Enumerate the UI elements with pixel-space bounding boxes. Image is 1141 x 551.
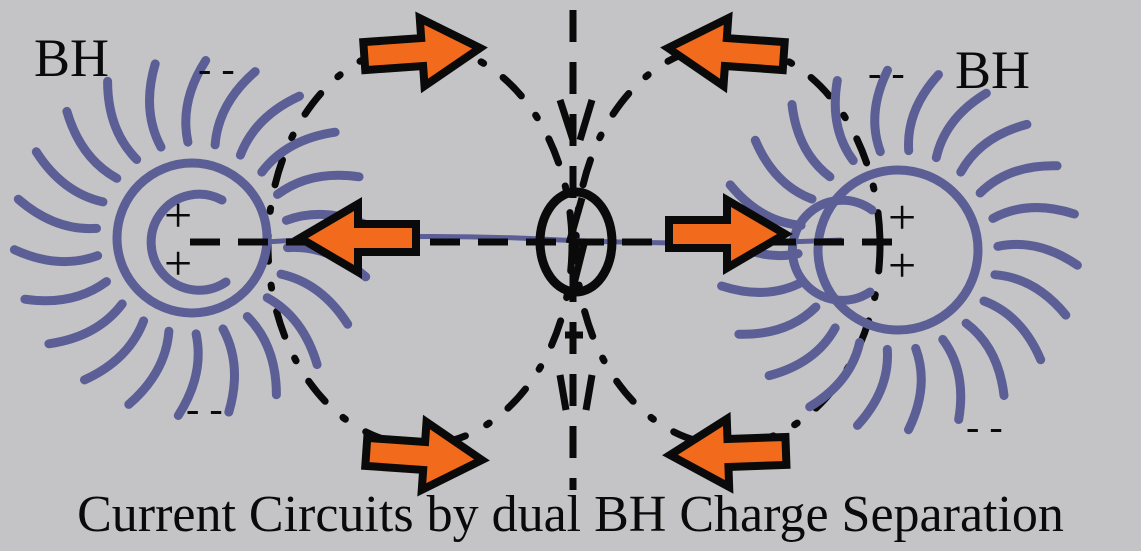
- black-hole-ray: [9, 245, 103, 267]
- black-hole-ray: [764, 323, 840, 381]
- black-hole-ray: [870, 65, 892, 157]
- black-hole-ray: [830, 76, 858, 166]
- black-hole-ray: [787, 100, 835, 182]
- black-hole-ray: [273, 170, 364, 199]
- black-hole-ray: [257, 127, 340, 177]
- black-hole-ray: [13, 194, 101, 234]
- diagram-caption: Current Circuits by dual BH Charge Separ…: [77, 486, 1064, 543]
- black-hole-ray: [725, 180, 806, 230]
- black-hole-ray: [31, 147, 108, 207]
- black-hole-ray: [961, 318, 1009, 400]
- black-hole-ray: [853, 344, 892, 430]
- left-bh-label: BH: [34, 28, 109, 88]
- black-hole-ray: [750, 135, 817, 204]
- plus-charge-label: +: [888, 237, 916, 293]
- black-hole-ray: [931, 88, 991, 163]
- orange-arrow-icon: [364, 418, 484, 494]
- black-hole-ray: [717, 277, 808, 297]
- right-bh-label: BH: [955, 40, 1030, 100]
- right-black-hole: [714, 65, 1082, 435]
- black-hole-ray: [103, 76, 142, 164]
- black-hole-ray: [80, 316, 149, 385]
- black-hole-rays: [9, 56, 375, 420]
- black-hole-ray: [181, 56, 211, 147]
- orange-arrow-icon: [362, 14, 482, 90]
- black-hole-ray: [975, 161, 1062, 198]
- black-hole-inner-arc: [146, 189, 231, 295]
- black-hole-ray: [262, 293, 322, 370]
- black-hole-ray: [993, 239, 1082, 270]
- orange-arrow-icon: [666, 14, 786, 90]
- black-hole-ray: [904, 343, 926, 435]
- black-hole-ray: [124, 326, 174, 409]
- black-hole-ray: [218, 324, 239, 417]
- black-hole-ray: [210, 67, 260, 150]
- lightning-circle-icon: [535, 187, 617, 301]
- minus-charge-label: - -: [868, 50, 905, 95]
- black-hole-outer-ring: [112, 158, 272, 318]
- minus-charge-label: - -: [198, 46, 235, 91]
- black-hole-ray: [44, 299, 127, 349]
- black-hole-ray: [235, 91, 304, 160]
- orange-arrow-icon: [669, 417, 787, 489]
- black-hole-ray: [938, 334, 966, 424]
- black-hole-ray: [988, 203, 1079, 223]
- black-hole-outer-ring: [813, 165, 983, 335]
- plus-charge-label: +: [164, 187, 192, 243]
- left-black-hole: [9, 56, 375, 420]
- black-hole-ray: [805, 337, 865, 412]
- minus-charge-label: - -: [966, 404, 1003, 449]
- black-hole-ray: [276, 269, 353, 329]
- black-hole-ray: [990, 270, 1071, 320]
- black-hole-ray: [145, 59, 166, 152]
- plus-charge-label: +: [888, 189, 916, 245]
- black-hole-ray: [956, 119, 1032, 177]
- minus-charge-label: - -: [186, 386, 223, 431]
- black-hole-ray: [242, 312, 281, 400]
- black-hole-ray: [734, 302, 821, 339]
- black-hole-ray: [62, 106, 122, 183]
- plus-charge-label: +: [164, 235, 192, 291]
- black-hole-rays: [714, 65, 1082, 435]
- black-hole-ray: [904, 70, 943, 156]
- black-hole-ray: [979, 296, 1046, 365]
- black-hole-ray: [173, 329, 203, 420]
- black-hole-inner-arc: [787, 195, 877, 305]
- vertical-axis: [556, 10, 596, 490]
- black-hole-ray: [20, 277, 111, 306]
